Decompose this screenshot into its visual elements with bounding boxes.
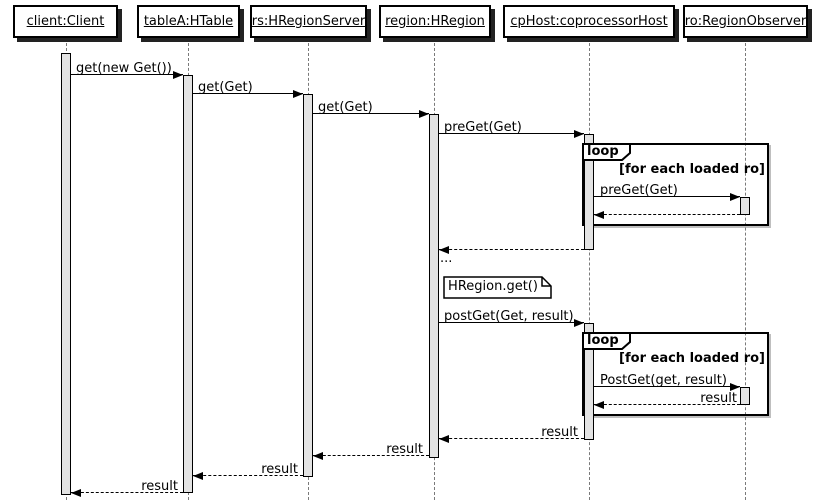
arrowhead-right-icon bbox=[293, 90, 303, 98]
note-hregion-get: HRegion.get() bbox=[443, 276, 553, 299]
arrowhead-left-icon bbox=[313, 452, 323, 460]
arrow-line bbox=[594, 404, 740, 405]
activation-cphost-pre bbox=[584, 134, 594, 250]
arrowhead-left-icon bbox=[594, 211, 604, 219]
participant-ro: ro:RegionObserver bbox=[683, 5, 808, 38]
arrowhead-right-icon bbox=[574, 319, 584, 327]
arrowhead-left-icon bbox=[439, 246, 449, 254]
arrowhead-right-icon bbox=[574, 130, 584, 138]
message-label: PostGet(get, result) bbox=[600, 373, 727, 388]
participant-cphost: cpHost:coprocessorHost bbox=[503, 5, 675, 38]
arrow-return-result-rs bbox=[313, 452, 429, 460]
loop-keyword: loop bbox=[587, 333, 619, 348]
participant-region-label: region:HRegion bbox=[385, 14, 485, 29]
participant-client-label: client:Client bbox=[26, 14, 105, 29]
message-label: preGet(Get) bbox=[444, 120, 522, 135]
arrow-line bbox=[193, 475, 303, 476]
arrow-preget bbox=[439, 130, 584, 138]
return-label: result bbox=[141, 479, 178, 494]
loop-frame-preget bbox=[582, 143, 769, 226]
participant-ro-label: ro:RegionObserver bbox=[684, 14, 807, 29]
activation-rs bbox=[303, 94, 313, 477]
arrow-line bbox=[71, 492, 183, 493]
arrow-line bbox=[313, 113, 429, 114]
participant-tablea: tableA:HTable bbox=[137, 5, 240, 38]
arrow-postget-loop bbox=[594, 383, 740, 391]
return-label: result bbox=[541, 425, 578, 440]
arrow-return-result-loop bbox=[594, 401, 740, 409]
arrow-postget bbox=[439, 319, 584, 327]
loop-guard: [for each loaded ro] bbox=[619, 162, 765, 177]
message-label: postGet(Get, result) bbox=[444, 309, 574, 324]
arrow-return-preget bbox=[439, 246, 584, 254]
activation-ro-pre bbox=[740, 197, 750, 215]
lifeline-cphost bbox=[589, 38, 590, 500]
arrow-line bbox=[594, 386, 740, 387]
participant-cphost-label: cpHost:coprocessorHost bbox=[510, 14, 668, 29]
arrow-line bbox=[439, 438, 584, 439]
participant-rs: rs:HRegionServer bbox=[250, 5, 367, 38]
participant-client: client:Client bbox=[13, 5, 118, 38]
arrow-line bbox=[313, 455, 429, 456]
arrowhead-left-icon bbox=[193, 472, 203, 480]
arrow-line bbox=[439, 322, 584, 323]
note-shape-icon bbox=[443, 276, 552, 299]
arrow-line bbox=[193, 93, 303, 94]
arrow-return-preget-loop bbox=[594, 211, 740, 219]
arrowhead-right-icon bbox=[730, 193, 740, 201]
loop-tab-postget: loop bbox=[582, 332, 632, 350]
participant-tablea-label: tableA:HTable bbox=[143, 14, 234, 29]
arrow-line bbox=[71, 74, 183, 75]
loop-tab-preget: loop bbox=[582, 143, 632, 161]
arrow-line bbox=[439, 249, 584, 250]
arrow-return-result-client bbox=[71, 489, 183, 497]
activation-ro-post bbox=[740, 387, 750, 405]
loop-frame-postget bbox=[582, 332, 769, 416]
loop-tab-shape-icon bbox=[582, 332, 631, 350]
arrow-return-result-region bbox=[439, 435, 584, 443]
lifeline-ro bbox=[745, 38, 746, 500]
ellipsis-text: ... bbox=[440, 251, 453, 266]
return-label: result bbox=[386, 442, 423, 457]
return-label: result bbox=[700, 391, 737, 406]
arrowhead-right-icon bbox=[419, 110, 429, 118]
arrowhead-left-icon bbox=[439, 435, 449, 443]
activation-tablea bbox=[183, 75, 193, 493]
arrow-get-new-get bbox=[71, 71, 183, 79]
activation-cphost-post bbox=[584, 323, 594, 440]
arrow-line bbox=[439, 133, 584, 134]
arrow-preget-loop bbox=[594, 193, 740, 201]
message-label: preGet(Get) bbox=[600, 183, 678, 198]
activation-client bbox=[61, 53, 71, 495]
participant-region: region:HRegion bbox=[379, 5, 491, 38]
loop-tab-shape-icon bbox=[582, 143, 631, 161]
arrowhead-right-icon bbox=[173, 71, 183, 79]
loop-keyword: loop bbox=[587, 144, 619, 159]
activation-region bbox=[429, 114, 439, 458]
arrow-line bbox=[594, 196, 740, 197]
arrowhead-left-icon bbox=[594, 401, 604, 409]
arrow-line bbox=[594, 214, 740, 215]
arrowhead-right-icon bbox=[730, 383, 740, 391]
participant-rs-label: rs:HRegionServer bbox=[251, 14, 366, 29]
loop-guard: [for each loaded ro] bbox=[619, 351, 765, 366]
arrow-get-2 bbox=[313, 110, 429, 118]
arrow-return-result-tablea bbox=[193, 472, 303, 480]
message-label: get(Get) bbox=[318, 100, 373, 115]
message-label: get(new Get()) bbox=[76, 61, 172, 76]
return-label: result bbox=[261, 462, 298, 477]
arrow-get-1 bbox=[193, 90, 303, 98]
note-text: HRegion.get() bbox=[448, 279, 538, 294]
arrowhead-left-icon bbox=[71, 489, 81, 497]
message-label: get(Get) bbox=[198, 80, 253, 95]
